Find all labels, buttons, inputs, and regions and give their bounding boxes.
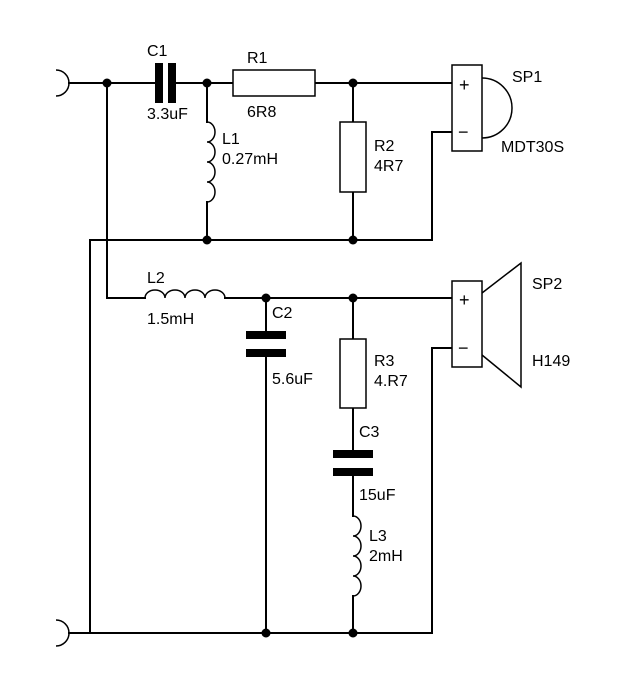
resistor-r2 — [339, 121, 367, 193]
inductor-l2 — [144, 289, 226, 299]
capacitor-c1 — [155, 63, 176, 103]
speaker-sp2 — [451, 261, 522, 389]
resistor-r3 — [339, 338, 367, 409]
input-terminal-positive — [55, 69, 70, 97]
r3-ref: R3 — [374, 353, 395, 370]
c3-value: 15uF — [359, 487, 396, 504]
l3-value: 2mH — [369, 548, 403, 565]
resistor-r1 — [232, 69, 316, 97]
sp2-model: H149 — [532, 353, 570, 370]
l2-value: 1.5mH — [147, 311, 194, 328]
wiring — [68, 82, 453, 634]
r1-ref: R1 — [247, 50, 268, 67]
r2-ref: R2 — [374, 138, 395, 155]
sp2-plus: + — [459, 290, 470, 310]
r3-value: 4.R7 — [374, 373, 408, 390]
sp2-ref: SP2 — [532, 276, 562, 293]
sp1-plus: + — [459, 75, 470, 95]
sp1-minus: − — [458, 122, 469, 142]
inductor-l1 — [206, 121, 216, 203]
capacitor-c3 — [333, 450, 373, 476]
speaker-sp1 — [451, 64, 513, 152]
capacitor-c2 — [246, 331, 286, 357]
inductor-l3 — [352, 515, 362, 597]
input-terminal-negative — [55, 619, 70, 647]
r2-value: 4R7 — [374, 158, 403, 175]
junction-dots — [102, 78, 358, 638]
l2-ref: L2 — [147, 270, 165, 287]
c3-ref: C3 — [359, 424, 380, 441]
sp2-minus: − — [458, 338, 469, 358]
l1-ref: L1 — [222, 131, 240, 148]
l1-value: 0.27mH — [222, 151, 278, 168]
c1-value: 3.3uF — [147, 106, 188, 123]
sp1-model: MDT30S — [501, 139, 564, 156]
c1-ref: C1 — [147, 43, 168, 60]
c2-value: 5.6uF — [272, 371, 313, 388]
l3-ref: L3 — [369, 528, 387, 545]
c2-ref: C2 — [272, 305, 293, 322]
sp1-ref: SP1 — [512, 69, 542, 86]
r1-value: 6R8 — [247, 104, 276, 121]
